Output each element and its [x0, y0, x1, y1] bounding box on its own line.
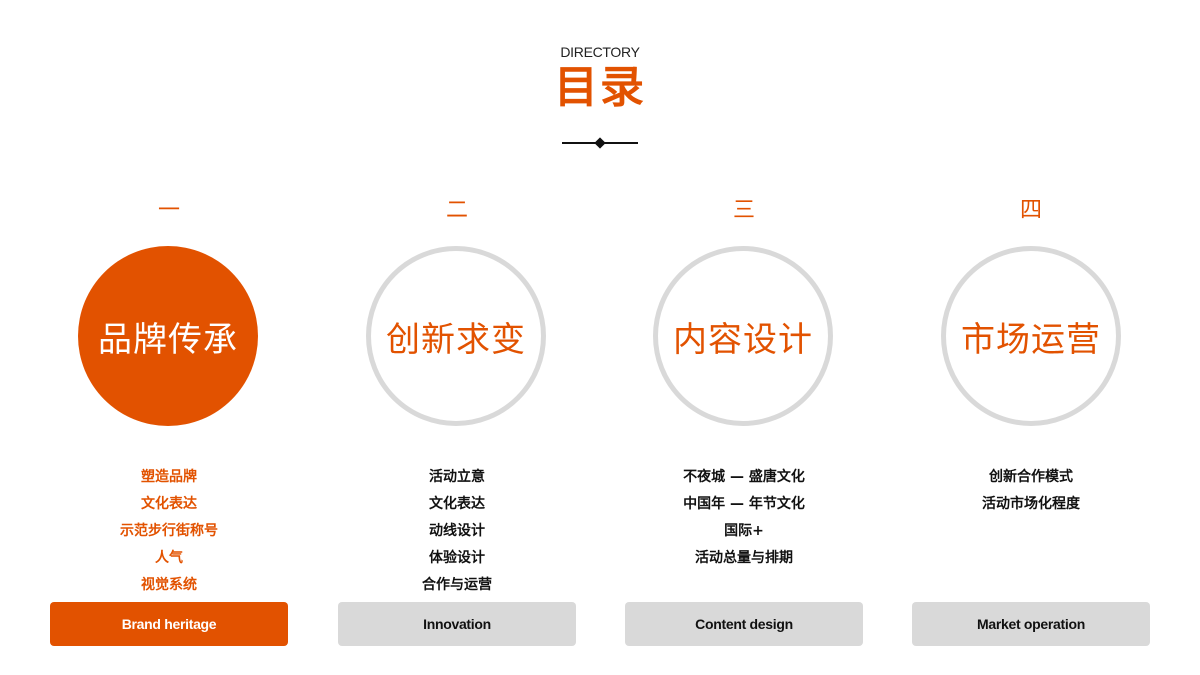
section-circle[interactable]: 创新求变: [366, 246, 546, 426]
section-items: 活动立意 文化表达 动线设计 体验设计 合作与运营: [338, 464, 576, 599]
page-title: 目录: [554, 62, 646, 113]
section-brand-heritage: 一 品牌传承 塑造品牌 文化表达 示范步行街称号 人气 视觉系统 Brand h…: [50, 0, 288, 675]
section-circle[interactable]: 品牌传承: [78, 246, 258, 426]
section-content-design: 三 内容设计 不夜城 — 盛唐文化 中国年 — 年节文化 国际+ 活动总量与排期…: [625, 0, 863, 675]
section-circle[interactable]: 市场运营: [941, 246, 1121, 426]
diamond-icon: [594, 137, 606, 149]
innovation-button[interactable]: Innovation: [338, 602, 576, 646]
list-item: 示范步行街称号: [120, 523, 218, 539]
list-item: 创新合作模式: [989, 469, 1073, 485]
list-item: 合作与运营: [422, 577, 492, 593]
section-items: 不夜城 — 盛唐文化 中国年 — 年节文化 国际+ 活动总量与排期: [625, 464, 863, 572]
section-number: 二: [445, 198, 468, 223]
header-subtitle: DIRECTORY: [560, 44, 640, 60]
list-item: 动线设计: [429, 523, 485, 539]
section-title: 内容设计: [673, 319, 813, 360]
content-design-button[interactable]: Content design: [625, 602, 863, 646]
list-item: 活动立意: [429, 469, 485, 485]
list-item: 视觉系统: [141, 577, 197, 593]
section-number: 一: [157, 198, 180, 223]
list-item: 不夜城 — 盛唐文化: [683, 469, 805, 485]
list-item: 塑造品牌: [141, 469, 197, 485]
list-item: 活动市场化程度: [982, 496, 1080, 512]
list-item: 活动总量与排期: [695, 550, 793, 566]
section-market-operation: 四 市场运营 创新合作模式 活动市场化程度 Market operation: [912, 0, 1150, 675]
section-number: 四: [1019, 198, 1042, 223]
section-items: 塑造品牌 文化表达 示范步行街称号 人气 视觉系统: [50, 464, 288, 599]
section-title: 品牌传承: [98, 319, 238, 360]
list-item: 国际+: [724, 523, 764, 539]
section-circle[interactable]: 内容设计: [653, 246, 833, 426]
section-innovation: 二 创新求变 活动立意 文化表达 动线设计 体验设计 合作与运营 Innovat…: [338, 0, 576, 675]
list-item: 体验设计: [429, 550, 485, 566]
list-item: 文化表达: [429, 496, 485, 512]
list-item: 文化表达: [141, 496, 197, 512]
section-title: 市场运营: [961, 319, 1101, 360]
section-items: 创新合作模式 活动市场化程度: [912, 464, 1150, 518]
list-item: 人气: [155, 550, 183, 566]
brand-heritage-button[interactable]: Brand heritage: [50, 602, 288, 646]
section-title: 创新求变: [386, 319, 526, 360]
section-number: 三: [732, 198, 755, 223]
market-operation-button[interactable]: Market operation: [912, 602, 1150, 646]
list-item: 中国年 — 年节文化: [683, 496, 805, 512]
